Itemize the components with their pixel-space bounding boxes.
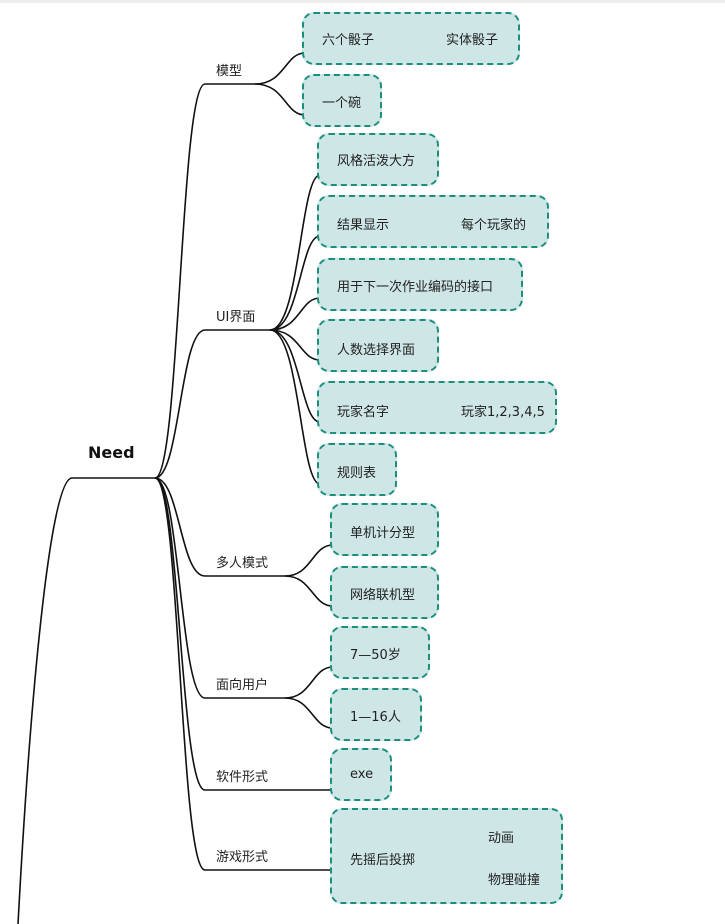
- leaf-node[interactable]: exe: [330, 748, 392, 801]
- leaf-node[interactable]: 1—16人: [330, 688, 422, 741]
- leaf-node[interactable]: 风格活泼大方: [317, 133, 439, 186]
- leaf-node[interactable]: 人数选择界面: [317, 319, 439, 372]
- leaf-node[interactable]: 用于下一次作业编码的接口: [317, 258, 523, 311]
- branch-label-ui[interactable]: UI界面: [216, 310, 256, 325]
- leaf-node[interactable]: 7—50岁: [330, 626, 430, 679]
- leaf-node[interactable]: 规则表: [317, 443, 397, 496]
- leaf-label: 1—16人: [350, 710, 401, 725]
- branch-label-software-form[interactable]: 软件形式: [216, 770, 269, 785]
- branch-label-game-form[interactable]: 游戏形式: [216, 850, 269, 865]
- leaf-label: 玩家名字: [337, 405, 390, 420]
- leaf-node[interactable]: 单机计分型: [330, 503, 439, 556]
- leaf-sub-label: 物理碰撞: [488, 873, 541, 888]
- leaf-label: 结果显示: [337, 218, 390, 233]
- leaf-node[interactable]: 六个骰子 实体骰子: [302, 12, 520, 65]
- leaf-sub-label: 实体骰子: [446, 33, 499, 48]
- root-node-label[interactable]: Need: [88, 443, 135, 462]
- branch-label-multiplayer[interactable]: 多人模式: [216, 556, 269, 571]
- top-border: [0, 0, 725, 3]
- leaf-label: 7—50岁: [350, 648, 401, 663]
- branch-label-model[interactable]: 模型: [216, 64, 243, 79]
- leaf-label: 规则表: [337, 466, 377, 481]
- leaf-node[interactable]: 结果显示 每个玩家的: [317, 195, 549, 248]
- leaf-node[interactable]: 玩家名字 玩家1,2,3,4,5: [317, 381, 557, 434]
- leaf-sub-label: 玩家1,2,3,4,5: [461, 405, 545, 420]
- leaf-label: 风格活泼大方: [337, 154, 416, 169]
- leaf-sub-label: 每个玩家的: [461, 218, 527, 233]
- leaf-node[interactable]: 一个碗: [302, 74, 382, 127]
- leaf-label: 一个碗: [322, 96, 362, 111]
- leaf-label: 人数选择界面: [337, 343, 416, 358]
- leaf-node[interactable]: 先摇后投掷 动画 物理碰撞: [330, 808, 563, 904]
- leaf-node[interactable]: 网络联机型: [330, 566, 439, 619]
- leaf-label: 六个骰子: [322, 33, 375, 48]
- leaf-label: 网络联机型: [350, 588, 416, 603]
- branch-label-audience[interactable]: 面向用户: [216, 678, 269, 693]
- leaf-label: exe: [350, 767, 374, 782]
- leaf-sub-label: 动画: [488, 831, 515, 846]
- leaf-label: 单机计分型: [350, 526, 416, 541]
- leaf-label: 先摇后投掷: [350, 853, 416, 868]
- leaf-label: 用于下一次作业编码的接口: [337, 280, 494, 295]
